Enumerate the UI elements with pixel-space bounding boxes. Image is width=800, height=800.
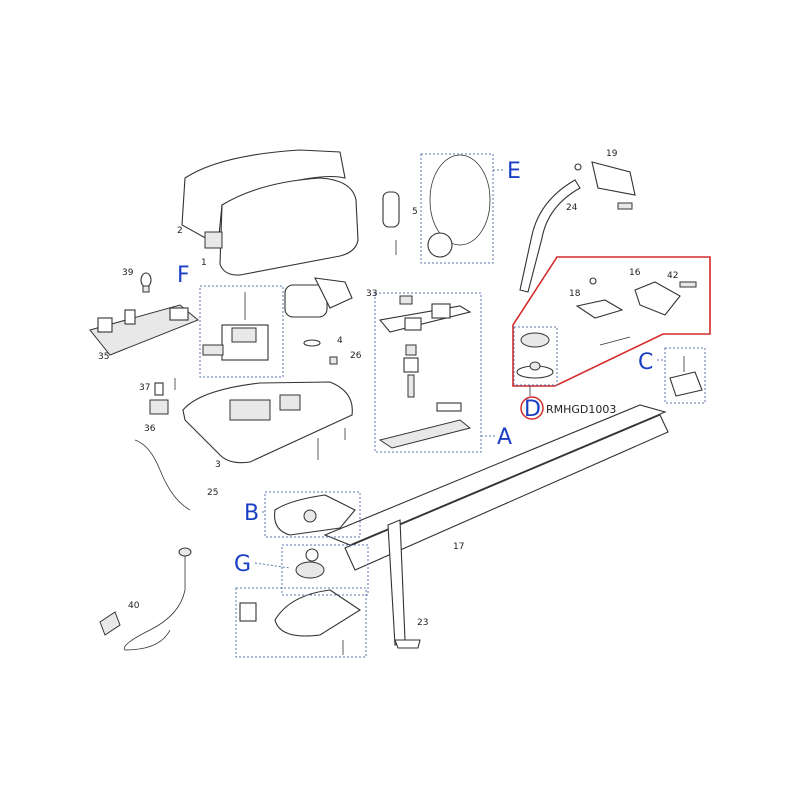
group-label-G: G bbox=[234, 552, 251, 577]
part-number-39: 39 bbox=[122, 268, 134, 278]
part-number-35: 35 bbox=[98, 352, 109, 362]
part-number-25: 25 bbox=[207, 488, 218, 498]
part-number-16: 16 bbox=[629, 268, 641, 278]
part-number-24: 24 bbox=[566, 203, 578, 213]
trolley-assembly-part bbox=[378, 295, 472, 449]
group-label-D: D bbox=[524, 397, 541, 422]
control-board-part bbox=[89, 304, 199, 356]
power-cord-part bbox=[99, 547, 192, 651]
part-number-42: 42 bbox=[667, 271, 678, 281]
part-number-5: 5 bbox=[412, 207, 418, 217]
bulb-part bbox=[140, 272, 152, 293]
part-number-4: 4 bbox=[337, 336, 343, 346]
cover-assembly bbox=[181, 149, 359, 276]
group-box-B bbox=[264, 491, 361, 538]
motor-part bbox=[284, 277, 353, 365]
part-number-labels: 2 1 39 35 33 4 26 37 36 3 25 5 19 24 18 … bbox=[98, 149, 678, 628]
cable-part bbox=[134, 439, 191, 511]
group-label-F: F bbox=[177, 263, 190, 288]
group-label-E: E bbox=[507, 159, 521, 184]
part-number-33: 33 bbox=[366, 289, 377, 299]
part-number-36: 36 bbox=[144, 424, 156, 434]
rail-part bbox=[323, 404, 669, 649]
terminal-block-part bbox=[149, 378, 176, 415]
part-number-1: 1 bbox=[201, 258, 207, 268]
part-code: RMHGD1003 bbox=[546, 403, 616, 416]
part-number-19: 19 bbox=[606, 149, 618, 159]
base-plate-part bbox=[182, 381, 353, 464]
part-number-40: 40 bbox=[128, 601, 140, 611]
group-label-B: B bbox=[244, 501, 259, 526]
door-arm-part bbox=[519, 161, 636, 293]
rail-clip-part bbox=[669, 356, 703, 397]
sprocket-cover-part bbox=[239, 494, 362, 655]
release-cord-part bbox=[382, 154, 491, 258]
group-box-bottom bbox=[235, 587, 367, 658]
transformer-part bbox=[202, 292, 269, 361]
part-number-18: 18 bbox=[569, 289, 581, 299]
part-number-2: 2 bbox=[177, 226, 183, 236]
part-number-37: 37 bbox=[139, 383, 150, 393]
part-number-17: 17 bbox=[453, 542, 464, 552]
group-box-F bbox=[199, 285, 284, 378]
group-label-C: C bbox=[638, 350, 653, 375]
part-number-23: 23 bbox=[417, 618, 428, 628]
group-box-E bbox=[420, 153, 494, 264]
group-box-A bbox=[374, 292, 482, 453]
part-number-3: 3 bbox=[215, 460, 221, 470]
part-number-26: 26 bbox=[350, 351, 362, 361]
group-label-A: A bbox=[497, 425, 512, 450]
highlight-group-D bbox=[512, 256, 711, 420]
group-box-C bbox=[664, 347, 706, 404]
